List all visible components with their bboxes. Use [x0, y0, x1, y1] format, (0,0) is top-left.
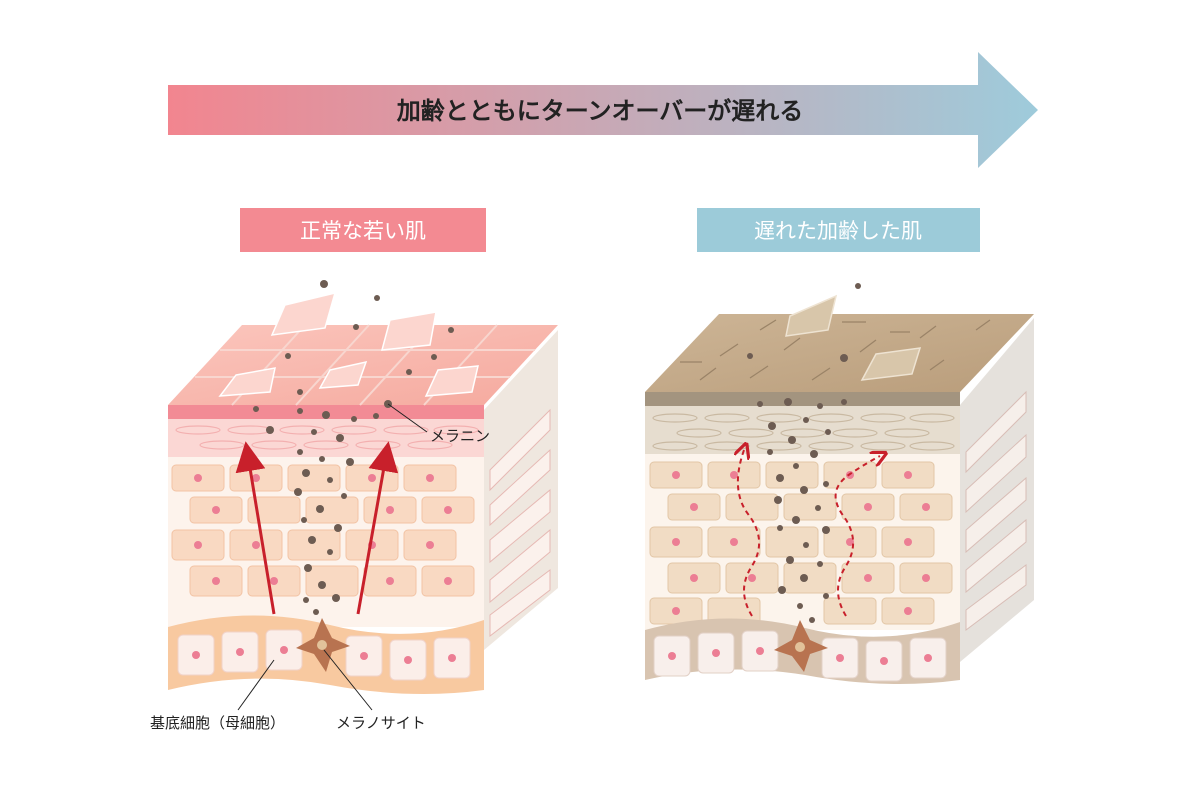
banner-text: 加齢とともにターンオーバーが遅れる: [397, 97, 804, 125]
aged-skin-title: 遅れた加齢した肌: [754, 219, 922, 243]
young-melanin-particles: [253, 280, 454, 615]
young-turnover-arrows: [235, 441, 399, 615]
young-melanocyte: [296, 618, 350, 672]
aged-flakes: [785, 294, 922, 381]
basal-cell-label: 基底細胞（母細胞）: [150, 714, 285, 732]
young-side-cells: [489, 408, 551, 638]
aged-skin-block: [645, 283, 1034, 684]
aged-melanin-particles: [747, 283, 861, 623]
aged-side-cells: [965, 390, 1027, 631]
young-skin-title: 正常な若い肌: [300, 219, 426, 243]
young-skin-block: メラニン 基底細胞（母細胞） メラノサイト: [150, 280, 558, 732]
young-skin-title-box: 正常な若い肌: [240, 208, 486, 252]
young-spinous-cells: [171, 464, 475, 597]
melanin-label: メラニン: [430, 427, 490, 445]
melanocyte-label: メラノサイト: [336, 714, 426, 732]
young-cell-nuclei: [194, 474, 452, 585]
aged-turnover-arrows: [738, 450, 880, 617]
aged-skin-title-box: 遅れた加齢した肌: [697, 208, 980, 252]
aged-melanocyte: [774, 620, 828, 672]
aged-top-cracks: [680, 319, 991, 381]
turnover-banner-arrow: 加齢とともにターンオーバーが遅れる: [168, 52, 1038, 168]
young-flakes: [218, 291, 479, 397]
